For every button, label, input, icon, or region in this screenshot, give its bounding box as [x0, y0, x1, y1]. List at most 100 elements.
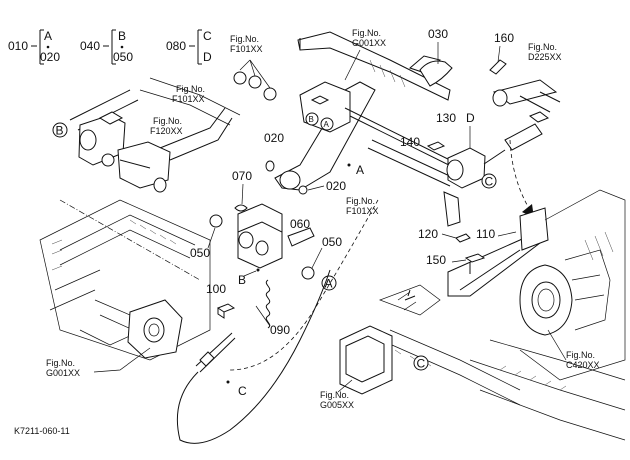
- dot-A-center: [347, 163, 351, 167]
- leader-110: [497, 231, 517, 237]
- bracket-left: [78, 111, 171, 193]
- leader-150: [451, 259, 467, 263]
- arrow-path-dash: [509, 139, 531, 211]
- leader-B-bottom: [243, 270, 257, 277]
- transmission-housing: [469, 189, 626, 441]
- callout-B-left: B: [56, 124, 64, 138]
- figref-f101-left-l2: F101XX: [172, 94, 205, 104]
- return-spring-160: [489, 59, 561, 123]
- part-120-label: 120: [418, 227, 438, 241]
- part-150-label: 150: [426, 253, 446, 267]
- legend-code-010: 010: [8, 39, 28, 53]
- part-110-label: 110: [476, 227, 495, 241]
- washer-050-b: [301, 266, 315, 280]
- part-070-label: 070: [232, 169, 252, 183]
- label-D: D: [466, 111, 475, 125]
- leader-g005: [337, 379, 353, 393]
- washer-020-b: [298, 185, 308, 195]
- callout-C-right: C: [485, 175, 494, 189]
- part-140-label: 140: [400, 135, 420, 149]
- pin-070: [234, 204, 248, 212]
- spring-090: [265, 279, 271, 329]
- legend-top-080: C: [203, 29, 212, 43]
- part-100-label: 100: [206, 282, 226, 296]
- cable-end: [195, 332, 236, 373]
- washer-050-a: [209, 214, 223, 228]
- figref-d225-l1: Fig.No.: [528, 42, 557, 52]
- bracket-g001-bottom: [127, 299, 183, 359]
- figref-c420-l1: Fig.No.: [566, 350, 595, 360]
- figref-f101-left-l1: Fig.No.: [176, 84, 205, 94]
- washers-f101: [233, 59, 277, 101]
- leader-070: [241, 183, 244, 205]
- callout-C-right-circle: [481, 173, 497, 189]
- label-C-bottom: C: [238, 384, 247, 398]
- callout-B-mid: B: [309, 115, 314, 124]
- bolt-150: [464, 253, 486, 274]
- callout-B-left-circle: [52, 122, 68, 138]
- callout-A-mid-circle: [320, 117, 334, 131]
- figref-f120-l2: F120XX: [150, 126, 183, 136]
- leader-020-b: [307, 185, 325, 191]
- part-050-label-a: 050: [190, 246, 210, 260]
- dot-C-bottom: [226, 380, 230, 384]
- bolt-140: [426, 141, 446, 151]
- part-130-label: 130: [436, 111, 456, 125]
- callout-C-lower: C: [417, 357, 426, 371]
- drawing-code: K7211-060-11: [14, 426, 70, 436]
- part-160-label: 160: [494, 31, 514, 45]
- legend-code-040: 040: [80, 39, 100, 53]
- cable-fitting: [199, 351, 215, 367]
- callout-C-lower-circle: [413, 355, 429, 371]
- part-020-label-b: 020: [326, 179, 346, 193]
- callout-B-mid-circle: [305, 112, 319, 126]
- legend-dot-040: [120, 45, 124, 49]
- lever-arm: [443, 191, 461, 227]
- legend-bottom-080: D: [203, 50, 212, 64]
- legend-top-010: A: [44, 29, 52, 43]
- legend-top-040: B: [118, 29, 126, 43]
- leader-090: [255, 305, 271, 327]
- clip-100: [216, 303, 236, 319]
- legend-bracket-040: [103, 29, 116, 65]
- washer-020-a: [265, 160, 275, 172]
- lower-frame-g005: [339, 284, 521, 406]
- figref-g005-l2: G005XX: [320, 400, 354, 410]
- figref-f101-top-l1: Fig.No.: [230, 34, 259, 44]
- part-030-label: 030: [428, 27, 448, 41]
- legend-code-080: 080: [166, 39, 186, 53]
- cross-shaft: [367, 139, 455, 187]
- legend-group: 010 A 020 040 B 050 080 C D: [8, 29, 212, 65]
- figref-g001-top-l2: G001XX: [352, 38, 386, 48]
- cable-loop: [176, 269, 331, 444]
- leader-050-a: [207, 227, 216, 249]
- figref-f101-top-l2: F101XX: [230, 44, 263, 54]
- leader-120: [441, 233, 457, 239]
- figref-f101-mid-l2: F101XX: [346, 206, 379, 216]
- dot-B-bottom: [256, 268, 260, 272]
- part-050-label-b: 050: [322, 235, 342, 249]
- bracket-110: [447, 207, 549, 297]
- part-020-label-a: 020: [264, 131, 284, 145]
- figref-f101-mid-l1: Fig.No.: [346, 196, 375, 206]
- callout-A-lower: A: [325, 277, 333, 291]
- part-060-label: 060: [290, 217, 310, 231]
- callout-A-mid: A: [324, 120, 330, 129]
- chassis-left: [39, 199, 211, 361]
- figref-g005-l1: Fig.No.: [320, 390, 349, 400]
- pedal-pad-030: [419, 60, 453, 87]
- label-A-center: A: [356, 163, 364, 177]
- figref-g001-bottom-l1: Fig.No.: [46, 358, 75, 368]
- leader-050-b: [311, 247, 323, 269]
- figref-c420-l2: C420XX: [566, 360, 600, 370]
- clevis-040: [237, 203, 283, 269]
- leader-g001-bottom: [93, 347, 151, 373]
- legend-bottom-010: 020: [40, 50, 60, 64]
- label-B-bottom: B: [238, 273, 246, 287]
- figref-d225-l2: D225XX: [528, 52, 562, 62]
- legend-bracket-080: [189, 29, 202, 65]
- legend-dot-010: [46, 45, 50, 49]
- part-090-label: 090: [270, 323, 290, 337]
